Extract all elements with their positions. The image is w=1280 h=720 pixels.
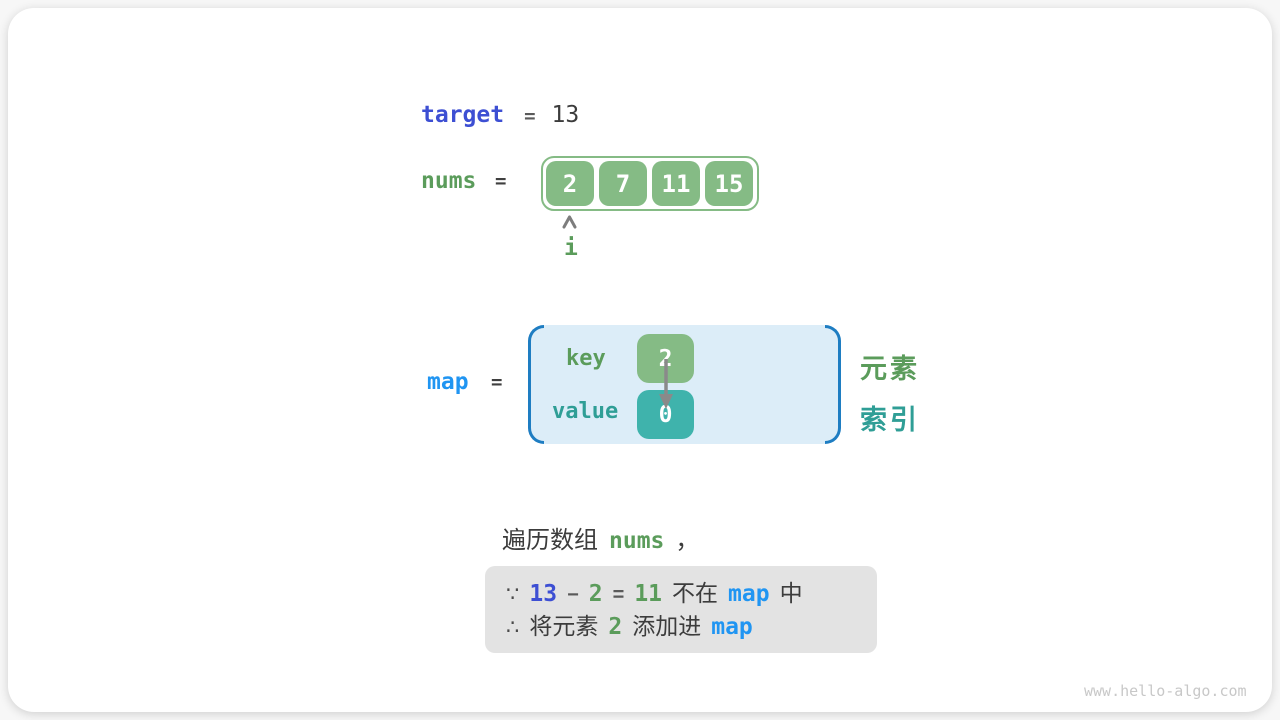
note-target-13: 13 <box>529 581 558 607</box>
note-line-2: ∴ 将元素 2 添加进 map <box>506 611 877 643</box>
note-elem-2b: 2 <box>608 614 623 640</box>
note-line-1: ∵ 13 − 2 = 11 不在 map 中 <box>506 578 877 611</box>
target-value: 13 <box>551 102 580 128</box>
map-right-bracket <box>825 325 841 444</box>
nums-equals: = <box>495 170 507 192</box>
therefore-symbol: ∴ <box>506 616 520 639</box>
nums-array: 2 7 11 15 <box>541 156 759 211</box>
note-map-1: map <box>728 581 770 607</box>
map-left-bracket <box>528 325 544 444</box>
note-diff-11: 11 <box>634 581 663 607</box>
element-side-label: 元素 <box>860 354 920 384</box>
caption-prefix: 遍历数组 <box>502 527 598 554</box>
target-equals: = <box>524 105 536 127</box>
caption-suffix: ， <box>675 527 700 554</box>
map-key-label: key <box>566 346 606 371</box>
caption-nums-code: nums <box>609 528 665 554</box>
minus-sign: − <box>567 584 579 606</box>
note-elem-2: 2 <box>588 581 603 607</box>
note-map-2: map <box>711 614 753 640</box>
map-box: key value 2 0 <box>528 325 841 444</box>
note-add-prefix: 将元素 <box>529 613 599 639</box>
index-pointer-label: i <box>564 235 578 261</box>
index-side-label: 索引 <box>860 405 920 435</box>
array-cell-1: 7 <box>599 161 647 206</box>
array-cell-3: 15 <box>705 161 753 206</box>
key-to-value-arrow-icon <box>659 359 673 409</box>
because-symbol: ∵ <box>506 583 520 606</box>
diagram-card: target = 13 nums = 2 7 11 15 i map = key… <box>8 8 1272 712</box>
target-label: target <box>421 102 505 128</box>
watermark: www.hello-algo.com <box>1084 682 1247 700</box>
target-row: target = 13 <box>421 102 579 128</box>
nums-label: nums <box>421 168 477 194</box>
array-cell-2: 11 <box>652 161 700 206</box>
map-label: map <box>427 369 469 395</box>
map-value-label: value <box>552 399 619 424</box>
caption: 遍历数组 nums ， <box>502 520 699 555</box>
note-not-in: 不在 <box>672 580 719 606</box>
note-box: ∵ 13 − 2 = 11 不在 map 中 ∴ 将元素 2 添加进 map <box>485 566 877 653</box>
equals-sign: = <box>612 584 625 606</box>
note-add-verb: 添加进 <box>632 613 702 639</box>
pointer-caret-icon <box>562 215 577 229</box>
note-in-suffix: 中 <box>779 580 803 606</box>
array-cell-0: 2 <box>546 161 594 206</box>
map-equals: = <box>491 371 503 393</box>
